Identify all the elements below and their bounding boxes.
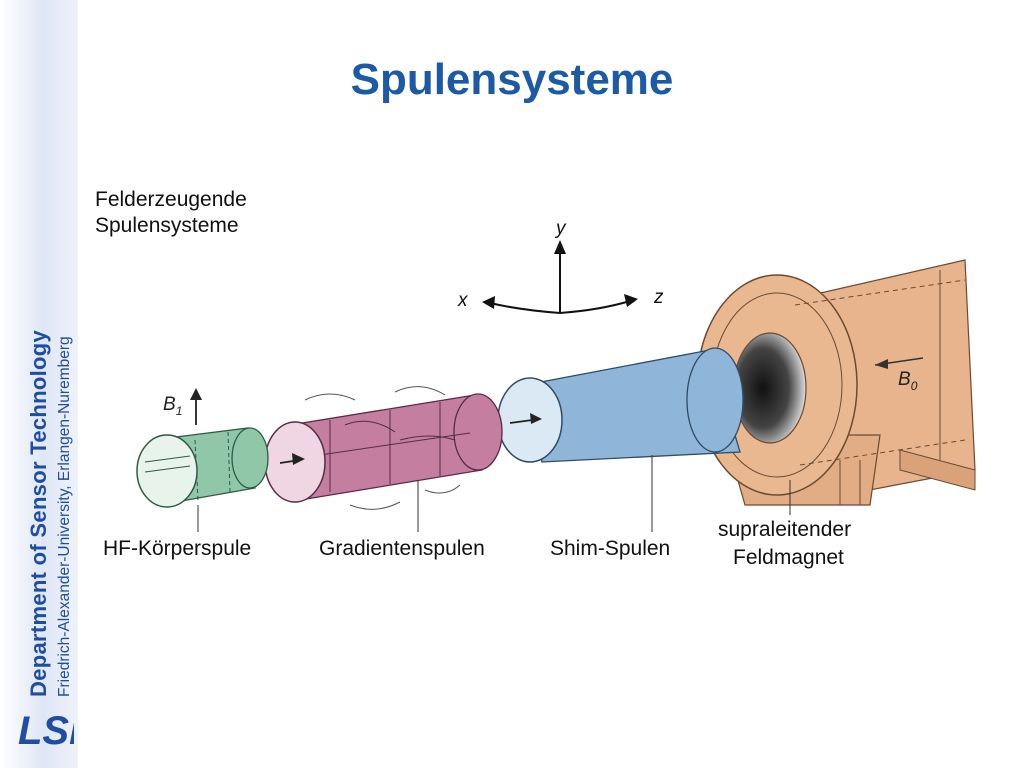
label-leaders — [197, 455, 791, 532]
z-axis-arrow-icon — [624, 294, 638, 307]
hf-koerperspule-coil — [136, 388, 269, 508]
z-axis-label: z — [653, 287, 664, 308]
axis-indicator: y x z — [457, 218, 664, 314]
b1-subscript: 1 — [176, 404, 183, 418]
lse-logo-text: LSE — [18, 709, 74, 748]
lse-logo: LSE — [18, 709, 74, 748]
y-axis-label: y — [554, 218, 567, 239]
feldmagnet — [696, 259, 976, 506]
b1-label: B — [163, 394, 176, 415]
b0-subscript: 0 — [911, 379, 918, 393]
gradientenspulen-coil — [264, 386, 503, 510]
label-gradientenspulen: Gradientenspulen — [319, 537, 485, 560]
diagram-heading-line2: Spulensysteme — [95, 214, 239, 237]
page-title: Spulensysteme — [350, 55, 674, 104]
x-axis-arrow-icon — [482, 296, 495, 309]
y-axis-arrow-icon — [554, 240, 566, 254]
svg-text:B1: B1 — [163, 394, 182, 418]
label-shim-spulen: Shim-Spulen — [550, 537, 671, 560]
diagram-heading-line1: Felderzeugende — [95, 188, 247, 211]
shim-spulen-coil — [497, 347, 744, 463]
label-feldmagnet-line2: Feldmagnet — [733, 546, 844, 569]
b0-label: B — [898, 369, 911, 390]
x-axis-label: x — [457, 290, 469, 311]
sidebar-band — [0, 0, 78, 768]
label-feldmagnet-line1: supraleitender — [718, 518, 852, 541]
svg-text:B0: B0 — [898, 369, 918, 393]
label-hf-koerperspule: HF-Körperspule — [103, 537, 252, 560]
